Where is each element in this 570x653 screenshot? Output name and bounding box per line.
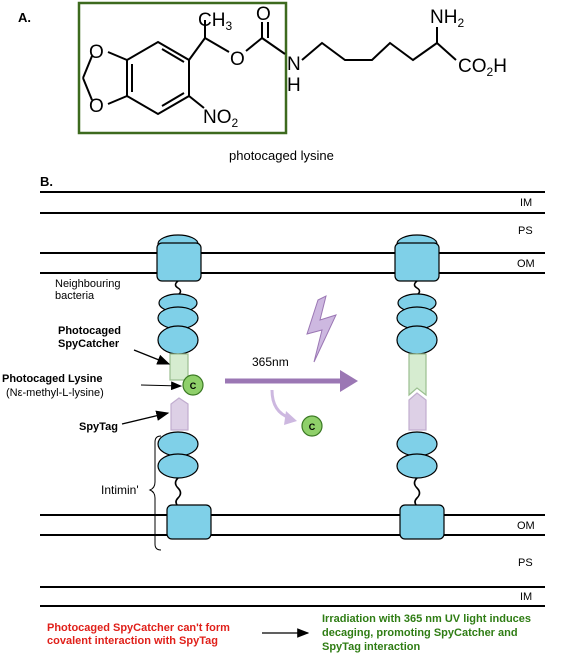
cage-circle: [182, 374, 204, 396]
label-om-bottom: OM: [517, 520, 535, 532]
beta-barrel: [399, 504, 445, 540]
reaction-arrow-head: [340, 370, 358, 392]
note-red-1: Photocaged SpyCatcher can't form: [47, 622, 230, 634]
construct-caged: [156, 234, 212, 540]
atom-methyl: CH3: [198, 10, 232, 33]
linker: [174, 280, 182, 296]
benzene-ring: [126, 40, 190, 116]
pointer-lysine: [140, 381, 183, 391]
nitro-bond: [188, 95, 205, 109]
released-cage-circle: [301, 415, 323, 437]
label-spytag: SpyTag: [79, 421, 118, 433]
cage-letter: C: [190, 381, 197, 391]
pointer-spytag: [121, 410, 170, 425]
release-arrow-head: [284, 411, 297, 425]
label-intimin: Intimin': [101, 483, 139, 497]
label-ps-top: PS: [518, 225, 533, 237]
atom-amine-n: N: [287, 54, 301, 75]
atom-ester-o: O: [230, 49, 245, 70]
beta-barrel: [166, 504, 212, 540]
domain-ellipse: [396, 453, 438, 479]
panel-b: B. IM PS OM OM PS IM: [2, 174, 545, 653]
label-photocaged-lysine: Photocaged Lysine: [2, 373, 102, 385]
label-om-top: OM: [517, 258, 535, 270]
beta-barrel: [394, 242, 440, 282]
released-cage-letter: C: [309, 422, 316, 432]
note-green-3: SpyTag interaction: [322, 641, 420, 653]
atom-carboxyl: CO2H: [458, 56, 507, 79]
note-green-1: Irradiation with 365 nm UV light induces: [322, 613, 531, 625]
label-spycatcher-1: Photocaged: [58, 325, 121, 337]
membranes-bottom: [40, 514, 545, 607]
label-neighbouring-2: bacteria: [55, 290, 95, 302]
domain-ellipse: [157, 431, 199, 457]
note-green-2: decaging, promoting SpyCatcher and: [322, 627, 518, 639]
beta-barrel: [156, 242, 202, 282]
panel-a: A. O O CH3 O O: [18, 1, 507, 163]
panel-a-caption: photocaged lysine: [229, 148, 334, 163]
label-im-bottom: IM: [520, 591, 532, 603]
atom-ring-o-bottom: O: [89, 96, 104, 117]
label-ps-bottom: PS: [518, 557, 533, 569]
panel-a-label: A.: [18, 10, 31, 25]
label-neighbouring-1: Neighbouring: [55, 278, 120, 290]
spytag: [408, 392, 427, 431]
spycatcher: [408, 353, 427, 397]
atom-amino: NH2: [430, 7, 464, 30]
panel-b-label: B.: [40, 174, 53, 189]
intimin-brace: [148, 435, 162, 551]
label-lysine-note: (Nε-methyl-L-lysine): [6, 387, 104, 399]
atom-amine-h: H: [287, 75, 301, 96]
label-spycatcher-2: SpyCatcher: [58, 338, 120, 350]
pointer-spycatcher: [133, 349, 171, 365]
lysine-chain: [301, 41, 438, 62]
domain-ellipse: [396, 431, 438, 457]
linker: [174, 477, 182, 507]
photocage-box: [77, 1, 288, 135]
note-red-2: covalent interaction with SpyTag: [47, 635, 218, 647]
domain-ellipse: [396, 325, 438, 355]
spycatcher: [169, 353, 189, 381]
linker: [413, 477, 421, 507]
uv-bolt-icon: [306, 295, 337, 363]
domain-ellipse: [157, 453, 199, 479]
linker: [413, 280, 421, 296]
alpha-carboxyl-bond: [436, 42, 457, 61]
ester-linker: [188, 20, 286, 61]
membranes-top: [40, 191, 545, 274]
atom-carbonyl-o: O: [256, 4, 271, 25]
domain-ellipse: [157, 325, 199, 355]
spytag: [170, 397, 189, 431]
atom-ring-o-top: O: [89, 42, 104, 63]
construct-decaged: [394, 234, 445, 540]
atom-nitro: NO2: [203, 107, 239, 130]
label-im-top: IM: [520, 197, 532, 209]
wavelength-label: 365nm: [252, 355, 289, 369]
dioxole-ring: [82, 51, 128, 105]
